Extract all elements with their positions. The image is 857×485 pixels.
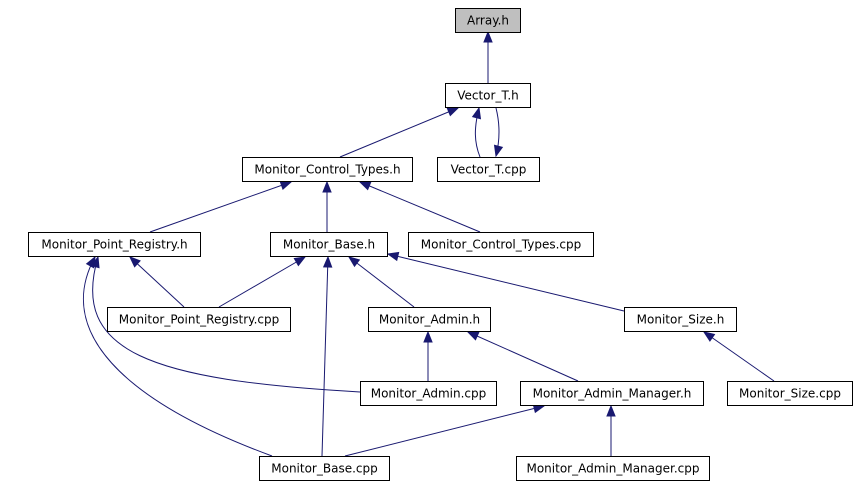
node-box[interactable] — [520, 381, 704, 406]
arrowhead-icon — [85, 255, 96, 269]
node-monitor-size-h[interactable]: Monitor_Size.h — [624, 307, 737, 332]
arrowhead-icon — [322, 255, 333, 268]
edge-monitor-base-cpp-to-monitor-base-h — [321, 255, 333, 457]
node-monitor-admin-manager-cpp[interactable]: Monitor_Admin_Manager.cpp — [516, 456, 710, 481]
edge-monitor-point-registry-cpp-to-monitor-base-h — [218, 256, 307, 308]
arrowhead-icon — [702, 331, 716, 342]
edge-monitor-size-cpp-to-monitor-size-h — [702, 331, 775, 382]
edge-line — [344, 405, 545, 457]
node-box[interactable] — [455, 8, 521, 33]
node-box[interactable] — [368, 307, 491, 332]
node-vector-t-cpp[interactable]: Vector_T.cpp — [437, 157, 540, 182]
node-monitor-admin-h[interactable]: Monitor_Admin.h — [368, 307, 491, 332]
arrowhead-icon — [423, 330, 433, 343]
edge-line — [129, 256, 185, 308]
arrowhead-icon — [471, 106, 482, 120]
edge-monitor-admin-manager-h-to-monitor-admin-h — [466, 331, 579, 382]
node-label: Vector_T.h — [457, 89, 519, 103]
node-box[interactable] — [408, 232, 594, 257]
edge-monitor-admin-cpp-to-monitor-admin-h — [423, 330, 433, 381]
edge-line — [359, 181, 481, 233]
node-array-h[interactable]: Array.h — [455, 8, 521, 33]
edge-monitor-base-h-to-monitor-control-types-h — [322, 180, 332, 232]
edge-line — [92, 256, 361, 393]
arrowhead-icon — [466, 331, 480, 341]
edge-vector-t-h-to-vector-t-cpp — [493, 107, 504, 158]
node-box[interactable] — [624, 307, 737, 332]
node-label: Monitor_Admin_Manager.h — [533, 387, 692, 401]
node-label: Monitor_Point_Registry.cpp — [119, 313, 279, 327]
edge-monitor-point-registry-h-to-monitor-control-types-h — [149, 181, 293, 233]
node-monitor-point-registry-h[interactable]: Monitor_Point_Registry.h — [28, 232, 201, 257]
node-monitor-size-cpp[interactable]: Monitor_Size.cpp — [727, 381, 853, 406]
node-vector-t-h[interactable]: Vector_T.h — [445, 83, 531, 108]
edge-monitor-size-h-to-monitor-base-h — [386, 251, 625, 312]
edge-monitor-control-types-h-to-vector-t-h — [339, 107, 460, 158]
edge-line — [467, 331, 579, 382]
edge-monitor-base-cpp-to-monitor-admin-manager-h — [344, 403, 546, 457]
node-label: Monitor_Control_Types.cpp — [421, 238, 581, 252]
edge-monitor-admin-h-to-monitor-base-h — [347, 256, 415, 308]
node-box[interactable] — [360, 381, 497, 406]
arrowhead-icon — [129, 256, 141, 268]
arrowhead-icon — [347, 256, 361, 268]
edge-line — [703, 331, 775, 382]
edge-line — [321, 256, 329, 457]
arrowhead-icon — [322, 180, 332, 193]
arrowhead-icon — [606, 404, 616, 417]
node-box[interactable] — [28, 232, 201, 257]
node-label: Monitor_Base.h — [283, 238, 375, 252]
node-box[interactable] — [242, 157, 413, 182]
edge-line — [339, 107, 459, 158]
node-label: Monitor_Control_Types.h — [254, 163, 400, 177]
edge-monitor-base-cpp-to-monitor-point-registry-h — [83, 255, 273, 457]
node-monitor-base-cpp[interactable]: Monitor_Base.cpp — [259, 456, 390, 481]
edge-line — [218, 256, 306, 308]
node-label: Monitor_Admin.cpp — [371, 387, 487, 401]
node-label: Monitor_Admin_Manager.cpp — [526, 462, 699, 476]
node-monitor-control-types-h[interactable]: Monitor_Control_Types.h — [242, 157, 413, 182]
node-label: Monitor_Point_Registry.h — [41, 238, 187, 252]
node-box[interactable] — [259, 456, 390, 481]
node-box[interactable] — [437, 157, 540, 182]
node-label: Vector_T.cpp — [451, 163, 527, 177]
node-label: Monitor_Admin.h — [379, 313, 480, 327]
arrowhead-icon — [493, 144, 504, 158]
edge-vector-t-cpp-to-vector-t-h — [471, 106, 482, 158]
edge-line — [387, 253, 625, 312]
edges-layer — [83, 30, 775, 457]
node-monitor-point-registry-cpp[interactable]: Monitor_Point_Registry.cpp — [107, 307, 291, 332]
nodes-layer: Array.hVector_T.hVector_T.cppMonitor_Con… — [28, 8, 853, 481]
edge-monitor-control-types-cpp-to-monitor-control-types-h — [358, 181, 481, 233]
node-label: Monitor_Size.h — [637, 313, 725, 327]
arrowhead-icon — [386, 251, 400, 262]
node-box[interactable] — [516, 456, 710, 481]
edge-line — [149, 181, 292, 233]
node-monitor-base-h[interactable]: Monitor_Base.h — [270, 232, 388, 257]
node-monitor-admin-cpp[interactable]: Monitor_Admin.cpp — [360, 381, 497, 406]
node-box[interactable] — [445, 83, 531, 108]
node-label: Array.h — [467, 14, 509, 28]
arrowhead-icon — [293, 256, 307, 267]
node-box[interactable] — [727, 381, 853, 406]
node-box[interactable] — [270, 232, 388, 257]
node-monitor-control-types-cpp[interactable]: Monitor_Control_Types.cpp — [408, 232, 594, 257]
edge-line — [348, 256, 415, 308]
edge-line — [83, 256, 273, 457]
node-label: Monitor_Size.cpp — [739, 387, 841, 401]
arrowhead-icon — [446, 107, 460, 117]
node-label: Monitor_Base.cpp — [271, 462, 377, 476]
node-box[interactable] — [107, 307, 291, 332]
arrowhead-icon — [279, 181, 293, 190]
arrowhead-icon — [358, 181, 372, 191]
arrowhead-icon — [483, 30, 493, 43]
node-monitor-admin-manager-h[interactable]: Monitor_Admin_Manager.h — [520, 381, 704, 406]
edge-vector-t-h-to-array-h — [483, 30, 493, 83]
edge-monitor-admin-manager-cpp-to-monitor-admin-manager-h — [606, 404, 616, 456]
edge-monitor-point-registry-cpp-to-monitor-point-registry-h — [129, 256, 185, 308]
